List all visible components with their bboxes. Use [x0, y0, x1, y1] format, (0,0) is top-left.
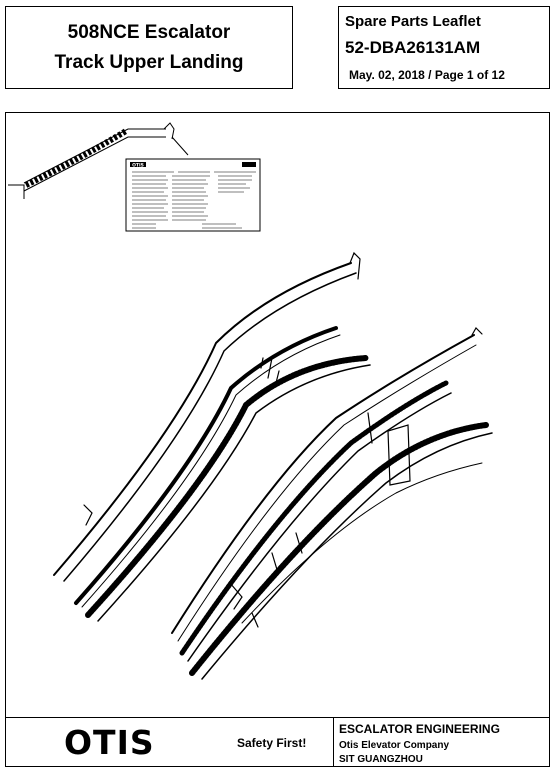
escalator-thumbnail	[8, 122, 189, 199]
drawing-frame: OTIS	[5, 112, 550, 718]
company-name: Otis Elevator Company	[339, 740, 450, 751]
leaflet-info-box: Spare Parts Leaflet 52-DBA26131AM May. 0…	[338, 6, 550, 89]
title-line-2: Track Upper Landing	[54, 51, 244, 73]
otis-logo: OTIS	[64, 723, 155, 762]
title-box: 508NCE Escalator Track Upper Landing	[5, 6, 293, 89]
footer: OTIS Safety First! ESCALATOR ENGINEERING…	[5, 717, 550, 767]
footer-company-info: ESCALATOR ENGINEERING Otis Elevator Comp…	[334, 718, 500, 766]
slogan: Safety First!	[237, 736, 307, 750]
footer-brand: OTIS Safety First!	[6, 718, 334, 766]
site-name: SIT GUANGZHOU	[339, 754, 423, 765]
leaflet-label: Spare Parts Leaflet	[345, 13, 481, 30]
part-code: 52-DBA26131AM	[345, 38, 481, 57]
right-track-assembly	[171, 327, 493, 680]
date-page: May. 02, 2018 / Page 1 of 12	[349, 68, 505, 82]
title-line-1: 508NCE Escalator	[67, 21, 231, 43]
left-track-assembly	[53, 251, 371, 622]
inset-logo: OTIS	[132, 163, 144, 169]
nameplate-inset: OTIS	[125, 158, 261, 232]
exploded-track-drawing: OTIS	[8, 122, 493, 680]
department: ESCALATOR ENGINEERING	[339, 722, 500, 736]
